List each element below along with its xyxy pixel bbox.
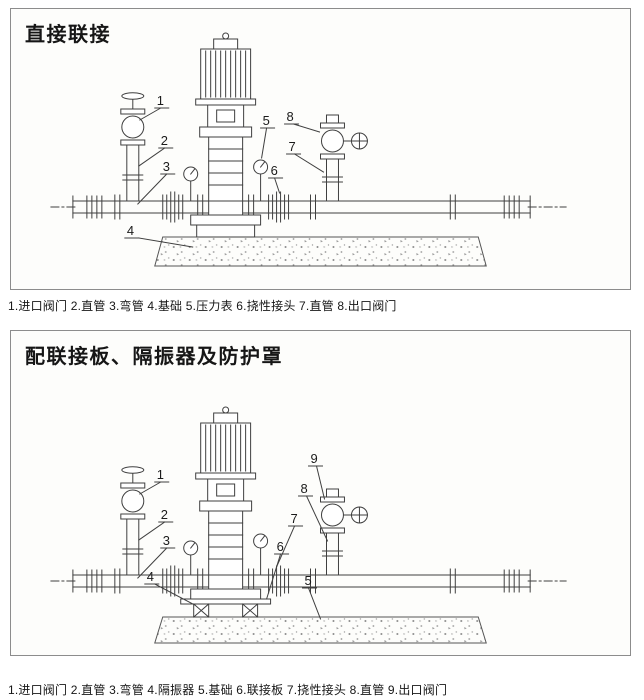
callout-2: 2 — [138, 133, 174, 167]
svg-text:1: 1 — [157, 467, 164, 482]
svg-text:4: 4 — [147, 569, 154, 584]
callout-1: 1 — [139, 467, 170, 495]
inlet-riser-and-valve — [120, 466, 146, 576]
callout-8: 8 — [298, 481, 329, 542]
svg-text:5: 5 — [263, 113, 270, 128]
svg-text:2: 2 — [161, 507, 168, 522]
outlet-riser-and-valve — [320, 114, 368, 202]
svg-text:7: 7 — [291, 511, 298, 526]
figure2-pump-diagram: 1 2 3 4 5 — [50, 406, 567, 644]
pump-barrel — [208, 136, 244, 202]
outlet-riser-and-valve — [320, 488, 368, 576]
grout-pedestal — [196, 224, 256, 238]
inlet-valve-body — [121, 489, 145, 513]
inlet-riser-and-valve — [120, 92, 146, 202]
suction-piping — [50, 565, 210, 597]
vertical-pump-unit — [190, 32, 262, 226]
discharge-piping — [242, 565, 567, 597]
svg-text:8: 8 — [287, 109, 294, 124]
pressure-gauges — [183, 533, 269, 576]
svg-text:5: 5 — [305, 573, 312, 588]
svg-text:6: 6 — [277, 539, 284, 554]
pump-baseplate — [190, 588, 262, 600]
figure1-title: 直接联接 — [25, 24, 111, 46]
callout-7: 7 — [275, 511, 304, 568]
lifting-eye — [222, 32, 230, 40]
figure1-pump-diagram: 1 2 3 4 5 — [50, 32, 567, 267]
foundation — [154, 616, 487, 644]
svg-text:2: 2 — [161, 133, 168, 148]
figure1-box: 1 2 3 4 5 — [10, 8, 631, 290]
outlet-valve-body — [320, 503, 344, 527]
pressure-gauges — [183, 159, 269, 202]
callout-9: 9 — [308, 451, 326, 500]
callout-3: 3 — [137, 533, 176, 579]
discharge-piping — [242, 191, 567, 223]
inlet-valve-handwheel — [121, 466, 145, 474]
pump-barrel — [208, 510, 244, 576]
callout-3: 3 — [137, 159, 176, 205]
callout-5: 5 — [302, 573, 322, 620]
vertical-pump-unit — [190, 406, 262, 600]
isolators-and-connection-plate — [180, 598, 272, 618]
callout-7: 7 — [286, 139, 325, 173]
pump-baseplate — [190, 214, 262, 226]
svg-text:4: 4 — [127, 223, 134, 238]
svg-text:8: 8 — [301, 481, 308, 496]
figure1-callouts: 1 2 3 4 5 — [124, 93, 325, 248]
svg-text:1: 1 — [157, 93, 164, 108]
figure1-caption: 1.进口阀门 2.直管 3.弯管 4.基础 5.压力表 6.挠性接头 7.直管 … — [8, 299, 397, 313]
foundation — [154, 224, 487, 267]
callout-5: 5 — [260, 113, 276, 159]
figure2-caption: 1.进口阀门 2.直管 3.弯管 4.隔振器 5.基础 6.联接板 7.挠性接头… — [8, 683, 448, 697]
inlet-valve-body — [121, 115, 145, 139]
callout-4: 4 — [124, 223, 194, 248]
svg-text:3: 3 — [163, 533, 170, 548]
figure2-title: 配联接板、隔振器及防护罩 — [25, 346, 283, 368]
figure2-box: 1 2 3 4 5 — [10, 330, 631, 656]
callout-8: 8 — [284, 109, 321, 133]
outlet-valve-body — [320, 129, 344, 153]
svg-text:3: 3 — [163, 159, 170, 174]
inlet-valve-handwheel — [121, 92, 145, 100]
suction-piping — [50, 191, 210, 223]
callout-2: 2 — [138, 507, 174, 541]
connection-plate — [180, 598, 272, 605]
svg-text:6: 6 — [271, 163, 278, 178]
figure2-callouts: 1 2 3 4 5 — [137, 451, 329, 620]
svg-text:9: 9 — [311, 451, 318, 466]
callout-1: 1 — [139, 93, 170, 121]
lifting-eye — [222, 406, 230, 414]
callout-6: 6 — [268, 163, 284, 194]
svg-text:7: 7 — [289, 139, 296, 154]
callout-4: 4 — [144, 569, 196, 606]
callout-6: 6 — [265, 539, 290, 600]
